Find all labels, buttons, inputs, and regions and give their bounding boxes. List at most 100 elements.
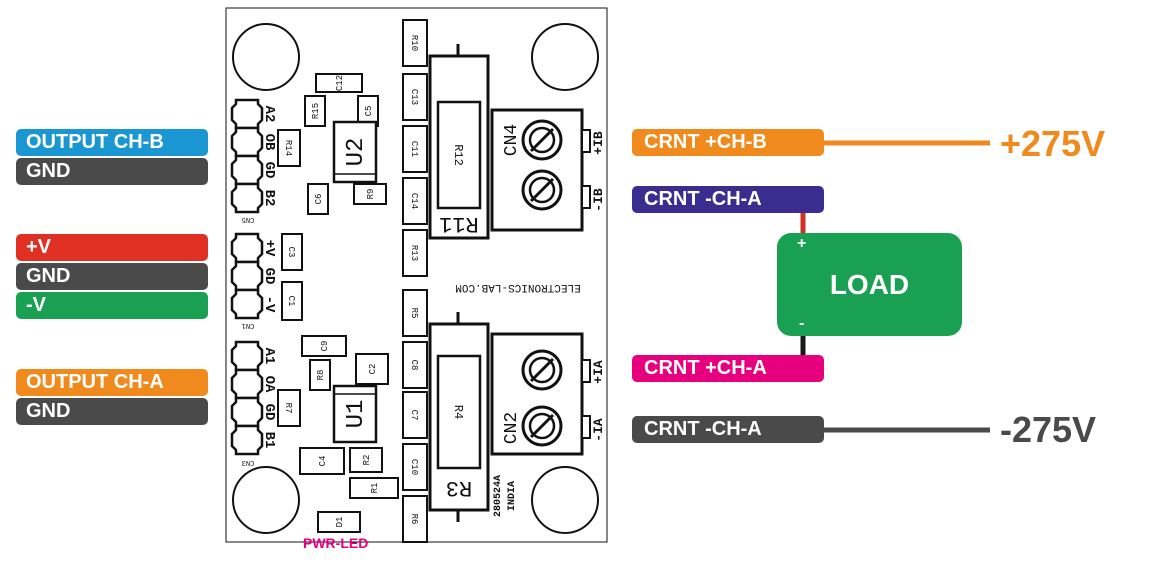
label-plus-v: +V: [16, 234, 208, 261]
label-r11: R11: [439, 211, 479, 236]
resistor-r14: [277, 129, 301, 167]
cn1-label: CN1: [242, 321, 255, 329]
label-c11: C11: [409, 141, 419, 157]
terminal-block-cn4: CN4 +IB -IB: [490, 108, 606, 232]
label-r12: R12: [451, 144, 465, 166]
capacitor-c7: [402, 391, 428, 439]
label-crnt-minus-ch-a-bottom: CRNT -CH-A: [632, 416, 824, 443]
capacitor-c2: [355, 353, 389, 385]
label-c5: C5: [364, 106, 374, 117]
load-label: LOAD: [829, 268, 910, 300]
mounting-hole: [232, 23, 300, 91]
terminal-block-cn2: CN2 +IA -IA: [490, 332, 606, 456]
cn3-label: CN3: [242, 458, 255, 466]
label-c12: C12: [335, 75, 345, 91]
label-c4: C4: [318, 456, 328, 467]
cn4-pin-label: -IB: [591, 188, 606, 212]
label-gnd-a: GND: [16, 398, 208, 425]
pwr-led-label: PWR-LED: [303, 535, 369, 551]
part-number: 280524A: [493, 475, 504, 517]
ic-u2: U2: [332, 120, 378, 184]
label-r1: R1: [370, 483, 380, 494]
cn5-label: CN5: [242, 215, 255, 223]
cn5-pin-label: OB: [261, 134, 277, 151]
label-minus-v: -V: [16, 292, 208, 319]
label-r7: R7: [283, 403, 293, 414]
resistor-r2: [349, 447, 383, 473]
resistor-r7: [277, 389, 301, 427]
header-cn3: [230, 340, 264, 456]
cn5-pin-label: A2: [261, 106, 277, 123]
resistor-r10: [402, 19, 428, 67]
capacitor-c12: [315, 73, 363, 93]
capacitor-c4: [299, 447, 345, 475]
label-gnd-b: GND: [16, 158, 208, 185]
label-c14: C14: [409, 193, 419, 209]
label-crnt-minus-ch-a-top: CRNT -CH-A: [632, 186, 824, 213]
cn1-pin-label: GD: [261, 268, 277, 285]
capacitor-c3: [281, 233, 303, 271]
cn2-pin-label: +IA: [591, 360, 606, 384]
label-r6: R6: [409, 514, 419, 525]
cn5-pin-label: B2: [261, 190, 277, 207]
cn5-pin-label: GD: [261, 162, 277, 179]
power-resistor-r3: R4 R3: [428, 312, 490, 522]
cn3-pin-label: OA: [261, 376, 277, 393]
capacitor-c11: [402, 125, 428, 173]
cn4-pin-label: +IB: [591, 131, 606, 155]
label-r13: R13: [409, 245, 419, 261]
ic-u1-label: U1: [343, 400, 370, 429]
label-c2: C2: [368, 364, 378, 375]
voltage-negative: -275V: [1000, 409, 1097, 450]
resistor-r1: [349, 477, 399, 499]
label-r8: R8: [316, 370, 326, 381]
resistor-r9: [353, 183, 387, 205]
capacitor-c13: [402, 73, 428, 121]
label-c8: C8: [409, 360, 419, 371]
capacitor-c1: [281, 281, 303, 321]
load-minus-sign: -: [799, 315, 805, 332]
capacitor-c8: [402, 341, 428, 389]
label-output-ch-a: OUTPUT CH-A: [16, 369, 208, 396]
ic-u1: U1: [332, 384, 378, 444]
label-r2: R2: [362, 455, 372, 466]
label-d1: D1: [335, 517, 345, 528]
website-text: ELECTRONICS-LAB.COM: [455, 281, 580, 293]
mounting-hole: [531, 23, 599, 91]
label-r4: R4: [451, 405, 465, 419]
capacitor-c9: [301, 335, 347, 357]
label-c3: C3: [286, 247, 296, 258]
ic-u2-label: U2: [343, 138, 370, 167]
label-c10: C10: [409, 459, 419, 475]
label-r3: R3: [446, 475, 472, 500]
label-r5: R5: [409, 308, 419, 319]
label-r15: R15: [311, 103, 321, 119]
header-cn5: [230, 98, 264, 214]
resistor-r5: [402, 289, 428, 337]
label-c1: C1: [286, 296, 296, 307]
label-output-ch-b: OUTPUT CH-B: [16, 129, 208, 156]
cn2-pin-label: -IA: [591, 418, 606, 442]
cn3-pin-label: B1: [261, 432, 277, 449]
resistor-r6: [402, 495, 428, 543]
capacitor-c6: [307, 183, 329, 215]
cn3-pin-label: A1: [261, 348, 277, 365]
mounting-hole: [232, 466, 300, 534]
label-gnd-power: GND: [16, 263, 208, 290]
power-resistor-r11: R12 R11: [428, 44, 490, 240]
label-r14: R14: [283, 140, 293, 156]
label-c13: C13: [409, 89, 419, 105]
label-r10: R10: [409, 35, 419, 51]
capacitor-c14: [402, 177, 428, 225]
cn1-pin-label: +V: [261, 240, 277, 257]
cn1-pin-label: -V: [261, 296, 277, 313]
label-crnt-plus-ch-a: CRNT +CH-A: [632, 355, 824, 382]
label-crnt-plus-ch-b: CRNT +CH-B: [632, 129, 824, 156]
resistor-r15: [304, 95, 326, 127]
cn2-label: CN2: [502, 412, 522, 444]
label-c6: C6: [314, 194, 324, 205]
load-plus-sign: +: [797, 235, 807, 252]
cn4-label: CN4: [502, 124, 522, 156]
cn3-pin-label: GD: [261, 404, 277, 421]
